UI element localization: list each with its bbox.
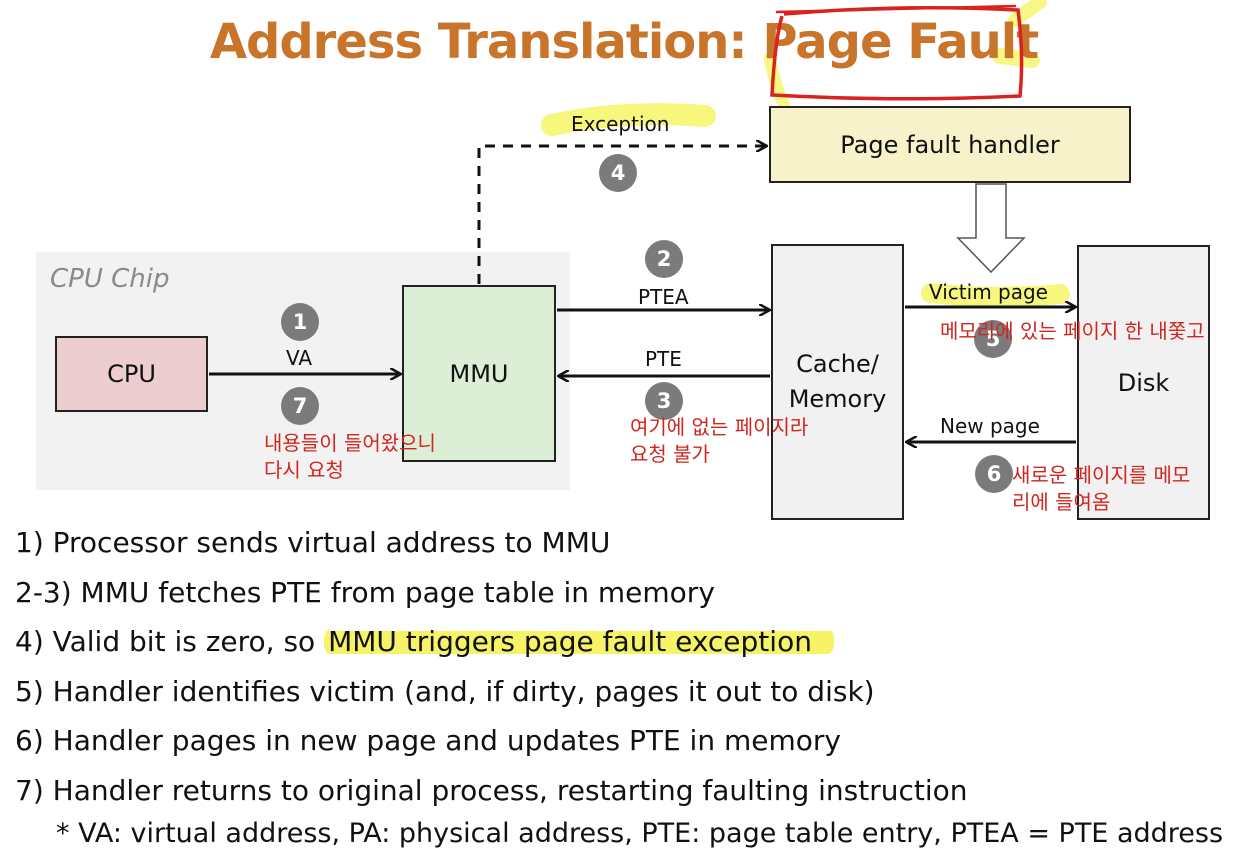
step-circle-1: 1 — [281, 303, 319, 341]
annotation-step7-line1: 내용들이 들어왔으니 — [264, 431, 436, 455]
cpu-chip-label: CPU Chip — [50, 264, 170, 294]
list-item-2-3: 2-3) MMU fetches PTE from page table in … — [15, 575, 715, 609]
step-circle-5: 5 — [974, 320, 1012, 358]
disk-label: Disk — [1117, 368, 1170, 397]
step-circle-6: 6 — [975, 455, 1013, 493]
cache-memory-box: Cache/Memory — [771, 244, 904, 520]
list-item-5: 5) Handler identifies victim (and, if di… — [15, 674, 875, 708]
va-label: VA — [286, 346, 313, 370]
steps-list: 1) Processor sends virtual address to MM… — [15, 518, 968, 815]
step-circle-3: 3 — [645, 382, 683, 420]
list-item-4: 4) Valid bit is zero, so MMU triggers pa… — [15, 617, 968, 667]
memory-label-line2: Memory — [788, 385, 887, 413]
disk-box: Disk — [1077, 245, 1210, 520]
annotation-step6-line2: 리에 들여옴 — [1012, 490, 1111, 514]
pte-label: PTE — [645, 347, 682, 371]
annotation-step3-line1: 여기에 없는 페이지라 — [630, 415, 809, 439]
annotation-step7: 내용들이 들어왔으니 다시 요청 — [264, 430, 436, 484]
page-fault-handler-box: Page fault handler — [769, 106, 1131, 183]
cpu-box: CPU — [55, 336, 208, 412]
victim-page-label: Victim page — [929, 280, 1048, 304]
list-item-7: 7) Handler returns to original process, … — [15, 773, 968, 807]
annotation-step7-line2: 다시 요청 — [264, 458, 344, 482]
mmu-label: MMU — [449, 359, 509, 388]
page-fault-handler-label: Page fault handler — [840, 130, 1060, 159]
annotation-step5: 메모리에 있는 페이지 한 내쫓고 — [940, 319, 1205, 343]
memory-label: Cache/Memory — [789, 347, 887, 417]
list-item-6: 6) Handler pages in new page and updates… — [15, 724, 841, 757]
annotation-step6: 새로운 페이지를 메모 리에 들여옴 — [1012, 462, 1190, 516]
memory-label-line1: Cache/ — [796, 350, 879, 378]
step-circle-7: 7 — [281, 387, 319, 425]
page-title: Address Translation: Page Fault — [209, 14, 1039, 70]
new-page-label: New page — [940, 414, 1040, 438]
exception-label: Exception — [571, 112, 670, 136]
list-item-4-prefix: 4) Valid bit is zero, so — [15, 625, 325, 658]
step-circle-4: 4 — [599, 154, 637, 192]
mmu-box: MMU — [402, 285, 556, 462]
list-item-4-highlight: MMU triggers page fault exception — [324, 625, 834, 658]
annotation-step6-line1: 새로운 페이지를 메모 — [1012, 463, 1191, 487]
footnote: * VA: virtual address, PA: physical addr… — [56, 818, 1224, 849]
annotation-step3: 여기에 없는 페이지라 요청 불가 — [630, 414, 808, 468]
cpu-label: CPU — [107, 360, 156, 388]
exception-arrow — [477, 146, 766, 284]
list-item-1: 1) Processor sends virtual address to MM… — [15, 526, 611, 559]
handler-down-arrow — [956, 183, 1026, 274]
ptea-label: PTEA — [638, 285, 689, 309]
step-circle-2: 2 — [645, 240, 683, 278]
annotation-step3-line2: 요청 불가 — [630, 442, 710, 466]
